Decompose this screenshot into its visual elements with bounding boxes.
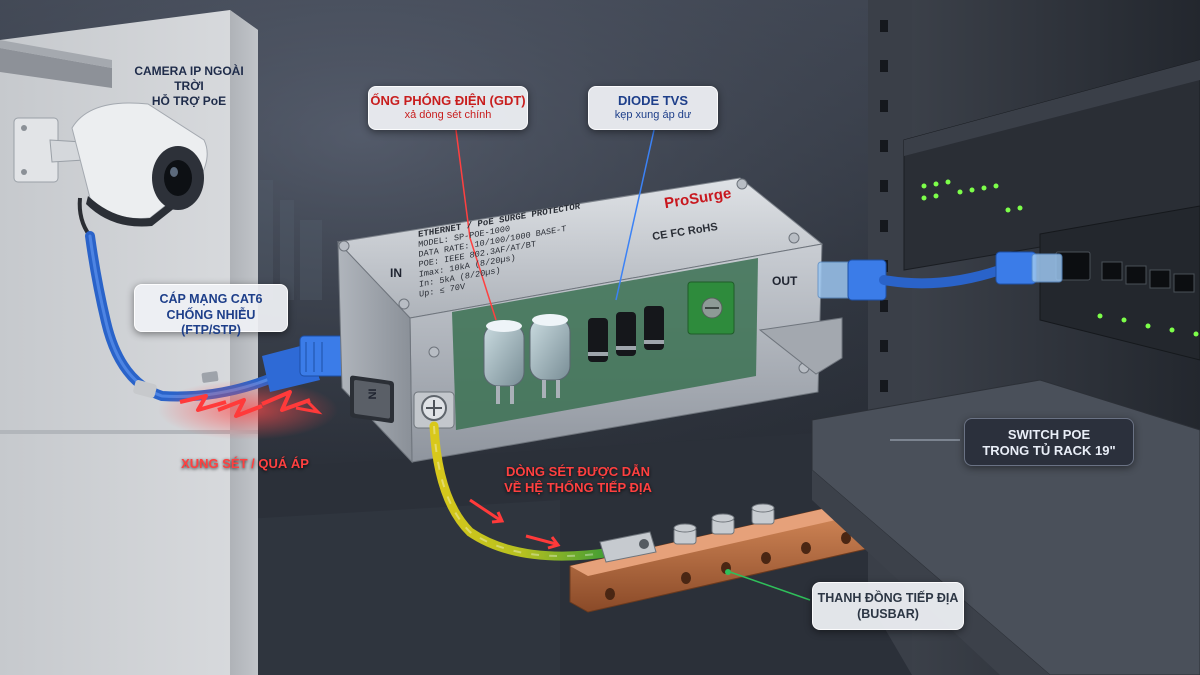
cable-label: CÁP MẠNG CAT6 CHỐNG NHIỄU (FTP/STP)	[134, 284, 288, 337]
switch-label: SWITCH POE TRONG TỦ RACK 19"	[964, 418, 1134, 466]
tvs-diodes	[588, 306, 664, 362]
poe-switch	[903, 59, 1200, 361]
tvs-label-line1: DIODE TVS	[617, 93, 689, 108]
screw-terminal-icon	[413, 391, 455, 429]
ground-wire	[429, 421, 617, 561]
camera-label-line2: HỖ TRỢ PoE	[151, 94, 227, 108]
out-cable	[817, 251, 1063, 301]
busbar-label-line2: (BUSBAR)	[857, 606, 919, 621]
camera-icon	[13, 102, 208, 238]
cable-label-line2: CHỐNG NHIỄU (FTP/STP)	[166, 307, 256, 338]
ground-flow-line1: DÒNG SÉT ĐƯỢC DẪN	[506, 464, 650, 479]
tvs-label: DIODE TVS kẹp xung áp dư	[588, 86, 718, 130]
switch-label-line2: TRONG TỦ RACK 19"	[982, 443, 1116, 459]
surge-label: XUNG SÉT / QUÁ ÁP	[170, 456, 320, 472]
port-in-side-label: IN	[365, 388, 378, 400]
copper-busbar	[569, 499, 881, 613]
switch-label-line1: SWITCH POE	[1007, 427, 1091, 442]
gdt-label: ỐNG PHÓNG ĐIỆN (GDT) xả dòng sét chính	[368, 86, 528, 130]
gdt-label-line1: ỐNG PHÓNG ĐIỆN (GDT)	[370, 93, 526, 108]
tvs-label-line2: kẹp xung áp dư	[614, 109, 692, 122]
gdt-tubes	[483, 314, 571, 404]
ground-flow-line2: VỀ HỆ THỐNG TIẾP ĐỊA	[504, 480, 652, 496]
surge-label-line1: XUNG SÉT / QUÁ ÁP	[181, 456, 309, 471]
busbar-label-line1: THANH ĐỒNG TIẾP ĐỊA	[817, 591, 959, 605]
city-silhouette	[255, 180, 322, 300]
leader-lines	[455, 129, 960, 601]
port-out-label: OUT	[772, 274, 798, 288]
current-flow-arrows	[469, 498, 561, 550]
gdt-label-line2: xả dòng sét chính	[404, 109, 492, 122]
ground-flow-label: DÒNG SÉT ĐƯỢC DẪN VỀ HỆ THỐNG TIẾP ĐỊA	[488, 464, 668, 497]
lightning-icon	[158, 380, 338, 440]
surge-protector-device	[336, 177, 843, 464]
port-in-label: IN	[390, 266, 402, 280]
camera-label: CAMERA IP NGOÀI TRỜI HỖ TRỢ PoE	[118, 64, 260, 109]
cable-label-line1: CÁP MẠNG CAT6	[159, 292, 263, 306]
camera-label-line1: CAMERA IP NGOÀI TRỜI	[134, 64, 244, 93]
switch-leds	[921, 179, 1199, 337]
busbar-label: THANH ĐỒNG TIẾP ĐỊA (BUSBAR)	[812, 582, 964, 630]
